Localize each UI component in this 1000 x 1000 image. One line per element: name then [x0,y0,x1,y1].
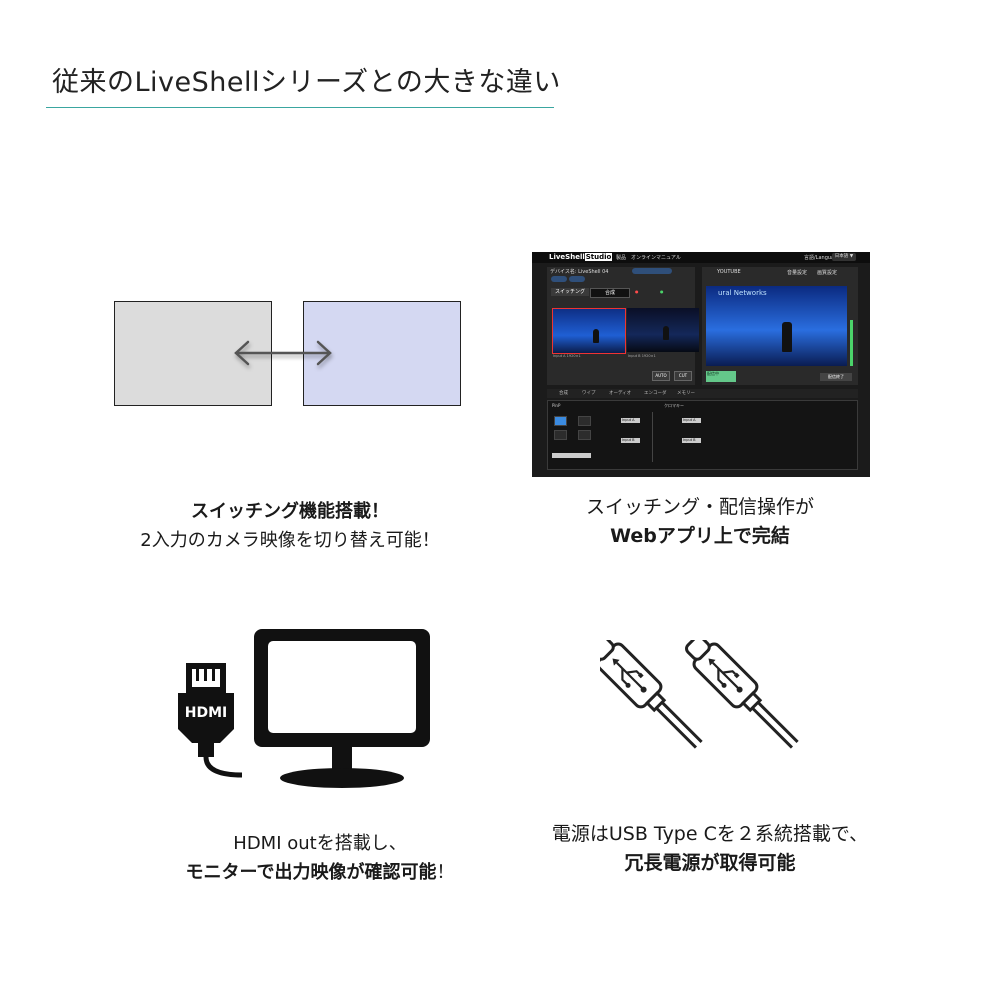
webapp-layout-cell [578,416,591,426]
webapp-auto-button: AUTO [652,371,670,381]
webapp-chip [632,268,672,274]
title-underline [46,107,554,108]
webapp-input-b-label: Input B 1920×1 [628,354,656,358]
webapp-menu: 製品 オンラインマニュアル [616,255,681,261]
webapp-bottom-tab: オーディオ [609,391,632,396]
webapp-channel-label: YOUTUBE [717,269,741,275]
webapp-bottom-tab: メモリー [677,391,695,396]
feature-usb-detail: 電源はUSB Type Cを２系統搭載で、 [551,823,869,845]
webapp-chip [569,276,585,282]
webapp-bottom-tab: 合成 [559,391,568,396]
webapp-chip [551,276,567,282]
webapp-rec-b: ● [660,289,664,294]
webapp-settings-divider [652,412,653,462]
webapp-input-a-label: Input A 1920×1 [553,354,581,358]
webapp-rec-a: ● [635,289,639,294]
monitor-icon [254,629,430,788]
webapp-speaker-figure [663,326,669,340]
feature-hdmi-detail: HDMI outを搭載し、 [233,833,407,854]
webapp-tab-composite: 合成 [590,288,630,298]
usb-cable-icon [685,640,799,749]
usb-cables-illustration [600,640,799,749]
hdmi-monitor-illustration: HDMI [178,629,430,788]
feature-webapp-detail: スイッチング・配信操作が [585,496,814,518]
webapp-volume-label: 音量設定 [787,270,808,276]
webapp-source-select: Input B [621,438,640,443]
webapp-logo-text: LiveShell [549,253,585,261]
feature-webapp-headline: Webアプリ上で完結 [610,525,790,547]
webapp-layout-cell [554,416,567,426]
webapp-screenshot: LiveShellStudio 製品 オンラインマニュアル 言語/Languag… [532,252,870,477]
webapp-quality-label: 画質設定 [817,270,838,276]
webapp-program-preview [706,286,847,366]
feature-usb-caption: 電源はUSB Type Cを２系統搭載で、 冗長電源が取得可能 [520,820,900,878]
feature-switching-caption: スイッチング機能搭載！ 2入力のカメラ映像を切り替え可能！ [100,497,480,555]
webapp-bottom-tab: エンコーダ [644,391,667,396]
feature-webapp-caption: スイッチング・配信操作が Webアプリ上で完結 [530,493,870,551]
webapp-speaker-figure [593,329,599,343]
webapp-preview-overlay-text: ural Networks [718,289,767,297]
page-title: 従来のLiveShellシリーズとの大きな違い [52,67,561,98]
feature-switching-detail: 2入力のカメラ映像を切り替え可能！ [140,530,440,551]
webapp-status-badge: 配信中 [706,371,736,382]
webapp-language-select: 日本語 ▼ [832,253,856,261]
webapp-tab-switching: スイッチング [551,288,589,296]
webapp-end-stream-button: 配信終了 [820,373,852,381]
webapp-language-label: 言語/Language [804,255,841,261]
webapp-size-select [552,453,591,458]
feature-hdmi-headline: モニターで出力映像が確認可能 [185,862,437,883]
webapp-source-select: Input A [682,418,701,423]
webapp-logo-highlight: Studio [584,253,613,261]
switch-arrow-icon [234,340,332,366]
webapp-logo: LiveShellStudio [549,253,613,261]
webapp-bottom-tab: ワイプ [582,391,596,396]
webapp-topbar [532,252,870,263]
feature-switching-headline: スイッチング機能搭載！ [191,501,389,522]
webapp-layout-cell [554,430,567,440]
webapp-device-label: デバイス名: LiveShell 04 [550,269,609,275]
webapp-chroma-label: クロマキー [664,403,684,408]
webapp-thumb-input-a [552,308,626,354]
webapp-source-select: Input B [682,438,701,443]
webapp-bottom-tabbar [547,389,858,398]
webapp-layout-cell [578,430,591,440]
feature-hdmi-caption: HDMI outを搭載し、 モニターで出力映像が確認可能！ [110,829,530,887]
webapp-thumb-input-b [627,308,699,352]
webapp-settings-panel [547,400,858,470]
feature-hdmi-suffix: ！ [436,862,455,883]
hdmi-label: HDMI [185,705,227,721]
feature-usb-headline: 冗長電源が取得可能 [624,852,796,874]
webapp-source-select: Input A [621,418,640,423]
hdmi-plug-icon: HDMI [178,663,243,778]
webapp-cut-button: CUT [674,371,692,381]
usb-cable-icon [600,640,703,749]
webapp-pip-label: PinP [552,403,561,408]
webapp-speaker-figure [782,322,792,352]
webapp-audio-meter [850,320,853,366]
